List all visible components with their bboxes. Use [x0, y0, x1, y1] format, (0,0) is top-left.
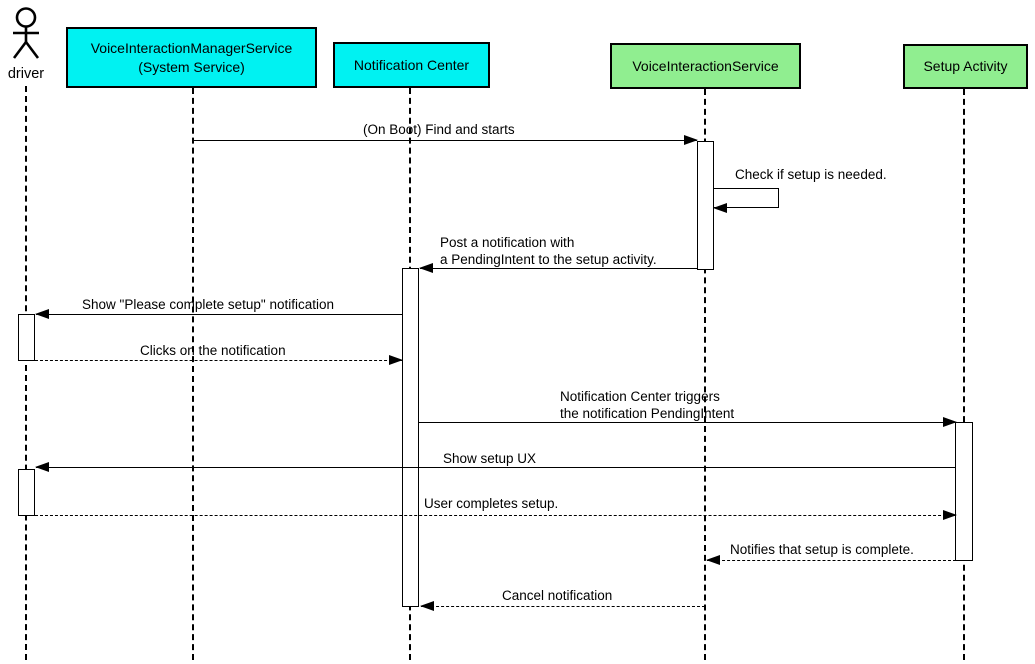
arrowhead-left-icon [35, 308, 49, 319]
message-label-check-if-setup-is-needed: Check if setup is needed. [735, 167, 887, 182]
participant-label-voice-interaction-manager-service: VoiceInteractionManagerService (System S… [90, 40, 293, 75]
message-label-notification-center-triggers-pendingintent: Notification Center triggers the notific… [560, 389, 735, 421]
participant-label-driver: driver [7, 66, 45, 82]
arrowhead-right-icon [943, 509, 957, 520]
message-label-cancel-notification: Cancel notification [502, 588, 613, 603]
lifeline-voice-interaction-service [704, 89, 706, 660]
lifeline-voice-interaction-manager-service [192, 88, 194, 660]
participant-voice-interaction-manager-service: VoiceInteractionManagerService (System S… [66, 27, 317, 88]
message-label-clicks-on-the-notification: Clicks on the notification [140, 343, 286, 358]
message-arrow-user-completes-setup [35, 509, 957, 520]
activation-driver-2 [18, 469, 35, 516]
message-arrow-notifies-setup-complete [706, 554, 956, 565]
participant-voice-interaction-service: VoiceInteractionService [610, 43, 801, 89]
message-label-notifies-setup-complete: Notifies that setup is complete. [730, 542, 914, 557]
message-arrow-cancel-notification [420, 600, 705, 611]
message-arrow-show-setup-ux [35, 461, 956, 472]
lifeline-setup-activity [963, 89, 965, 660]
participant-label-notification-center: Notification Center [353, 56, 470, 73]
message-label-post-a-notification: Post a notification with a PendingIntent… [440, 235, 657, 267]
message-label-on-boot-find-and-starts: (On Boot) Find and starts [363, 122, 515, 137]
arrowhead-right-icon [389, 354, 403, 365]
lifeline-driver [25, 86, 27, 660]
participant-label-voice-interaction-service: VoiceInteractionService [632, 57, 779, 74]
message-arrow-check-if-setup-is-needed [713, 188, 779, 214]
arrowhead-left-icon [35, 461, 49, 472]
message-arrow-clicks-on-the-notification [35, 354, 403, 365]
arrowhead-left-icon [419, 262, 433, 273]
message-label-show-please-complete-setup-notification: Show "Please complete setup" notificatio… [82, 297, 334, 312]
message-arrow-post-a-notification [419, 262, 697, 273]
activation-voice-interaction-service [697, 141, 714, 270]
message-label-show-setup-ux: Show setup UX [443, 451, 537, 466]
participant-notification-center: Notification Center [333, 42, 490, 88]
message-arrow-on-boot-find-and-starts [193, 134, 698, 145]
participant-label-setup-activity: Setup Activity [923, 58, 1008, 75]
participant-setup-activity: Setup Activity [903, 44, 1028, 89]
actor-stick-figure-icon [12, 7, 40, 59]
activation-notification-center [402, 268, 419, 607]
message-arrow-show-please-complete-setup-notification [35, 308, 402, 319]
arrowhead-right-icon [943, 416, 957, 427]
arrowhead-left-icon [713, 203, 727, 214]
activation-driver-1 [18, 314, 35, 361]
message-arrow-notification-center-triggers-pendingintent [419, 416, 957, 427]
message-label-user-completes-setup: User completes setup. [424, 496, 559, 511]
arrowhead-left-icon [706, 554, 720, 565]
participant-driver: driver [0, 6, 52, 86]
activation-setup-activity [955, 422, 973, 561]
arrowhead-left-icon [420, 600, 434, 611]
arrowhead-right-icon [684, 134, 698, 145]
